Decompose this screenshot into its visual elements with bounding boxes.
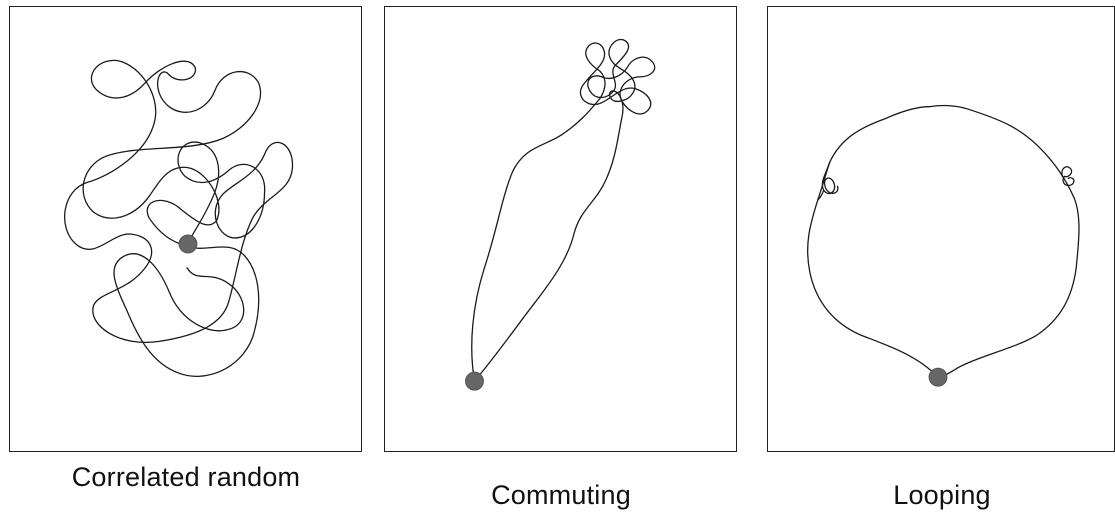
correlated-random-trajectory xyxy=(64,59,294,377)
panel-commuting xyxy=(384,6,737,452)
commuting-foraging-cluster xyxy=(579,38,656,115)
panel-correlated-random xyxy=(9,6,362,452)
commuting-path xyxy=(471,70,624,382)
panel-looping xyxy=(767,6,1115,452)
caption-correlated-random: Correlated random xyxy=(71,462,301,492)
looping-start-marker xyxy=(928,367,948,387)
looping-right-tangle xyxy=(1061,166,1075,187)
commuting-start-marker xyxy=(465,371,484,391)
correlated-random-path xyxy=(64,59,294,377)
correlated-random-start-marker xyxy=(178,234,198,254)
commuting-trajectory xyxy=(465,38,656,391)
looping-trajectory xyxy=(807,104,1080,387)
caption-looping: Looping xyxy=(893,480,991,510)
looping-path xyxy=(807,104,1080,378)
looping-left-tangle xyxy=(817,161,839,201)
caption-commuting: Commuting xyxy=(491,480,631,510)
